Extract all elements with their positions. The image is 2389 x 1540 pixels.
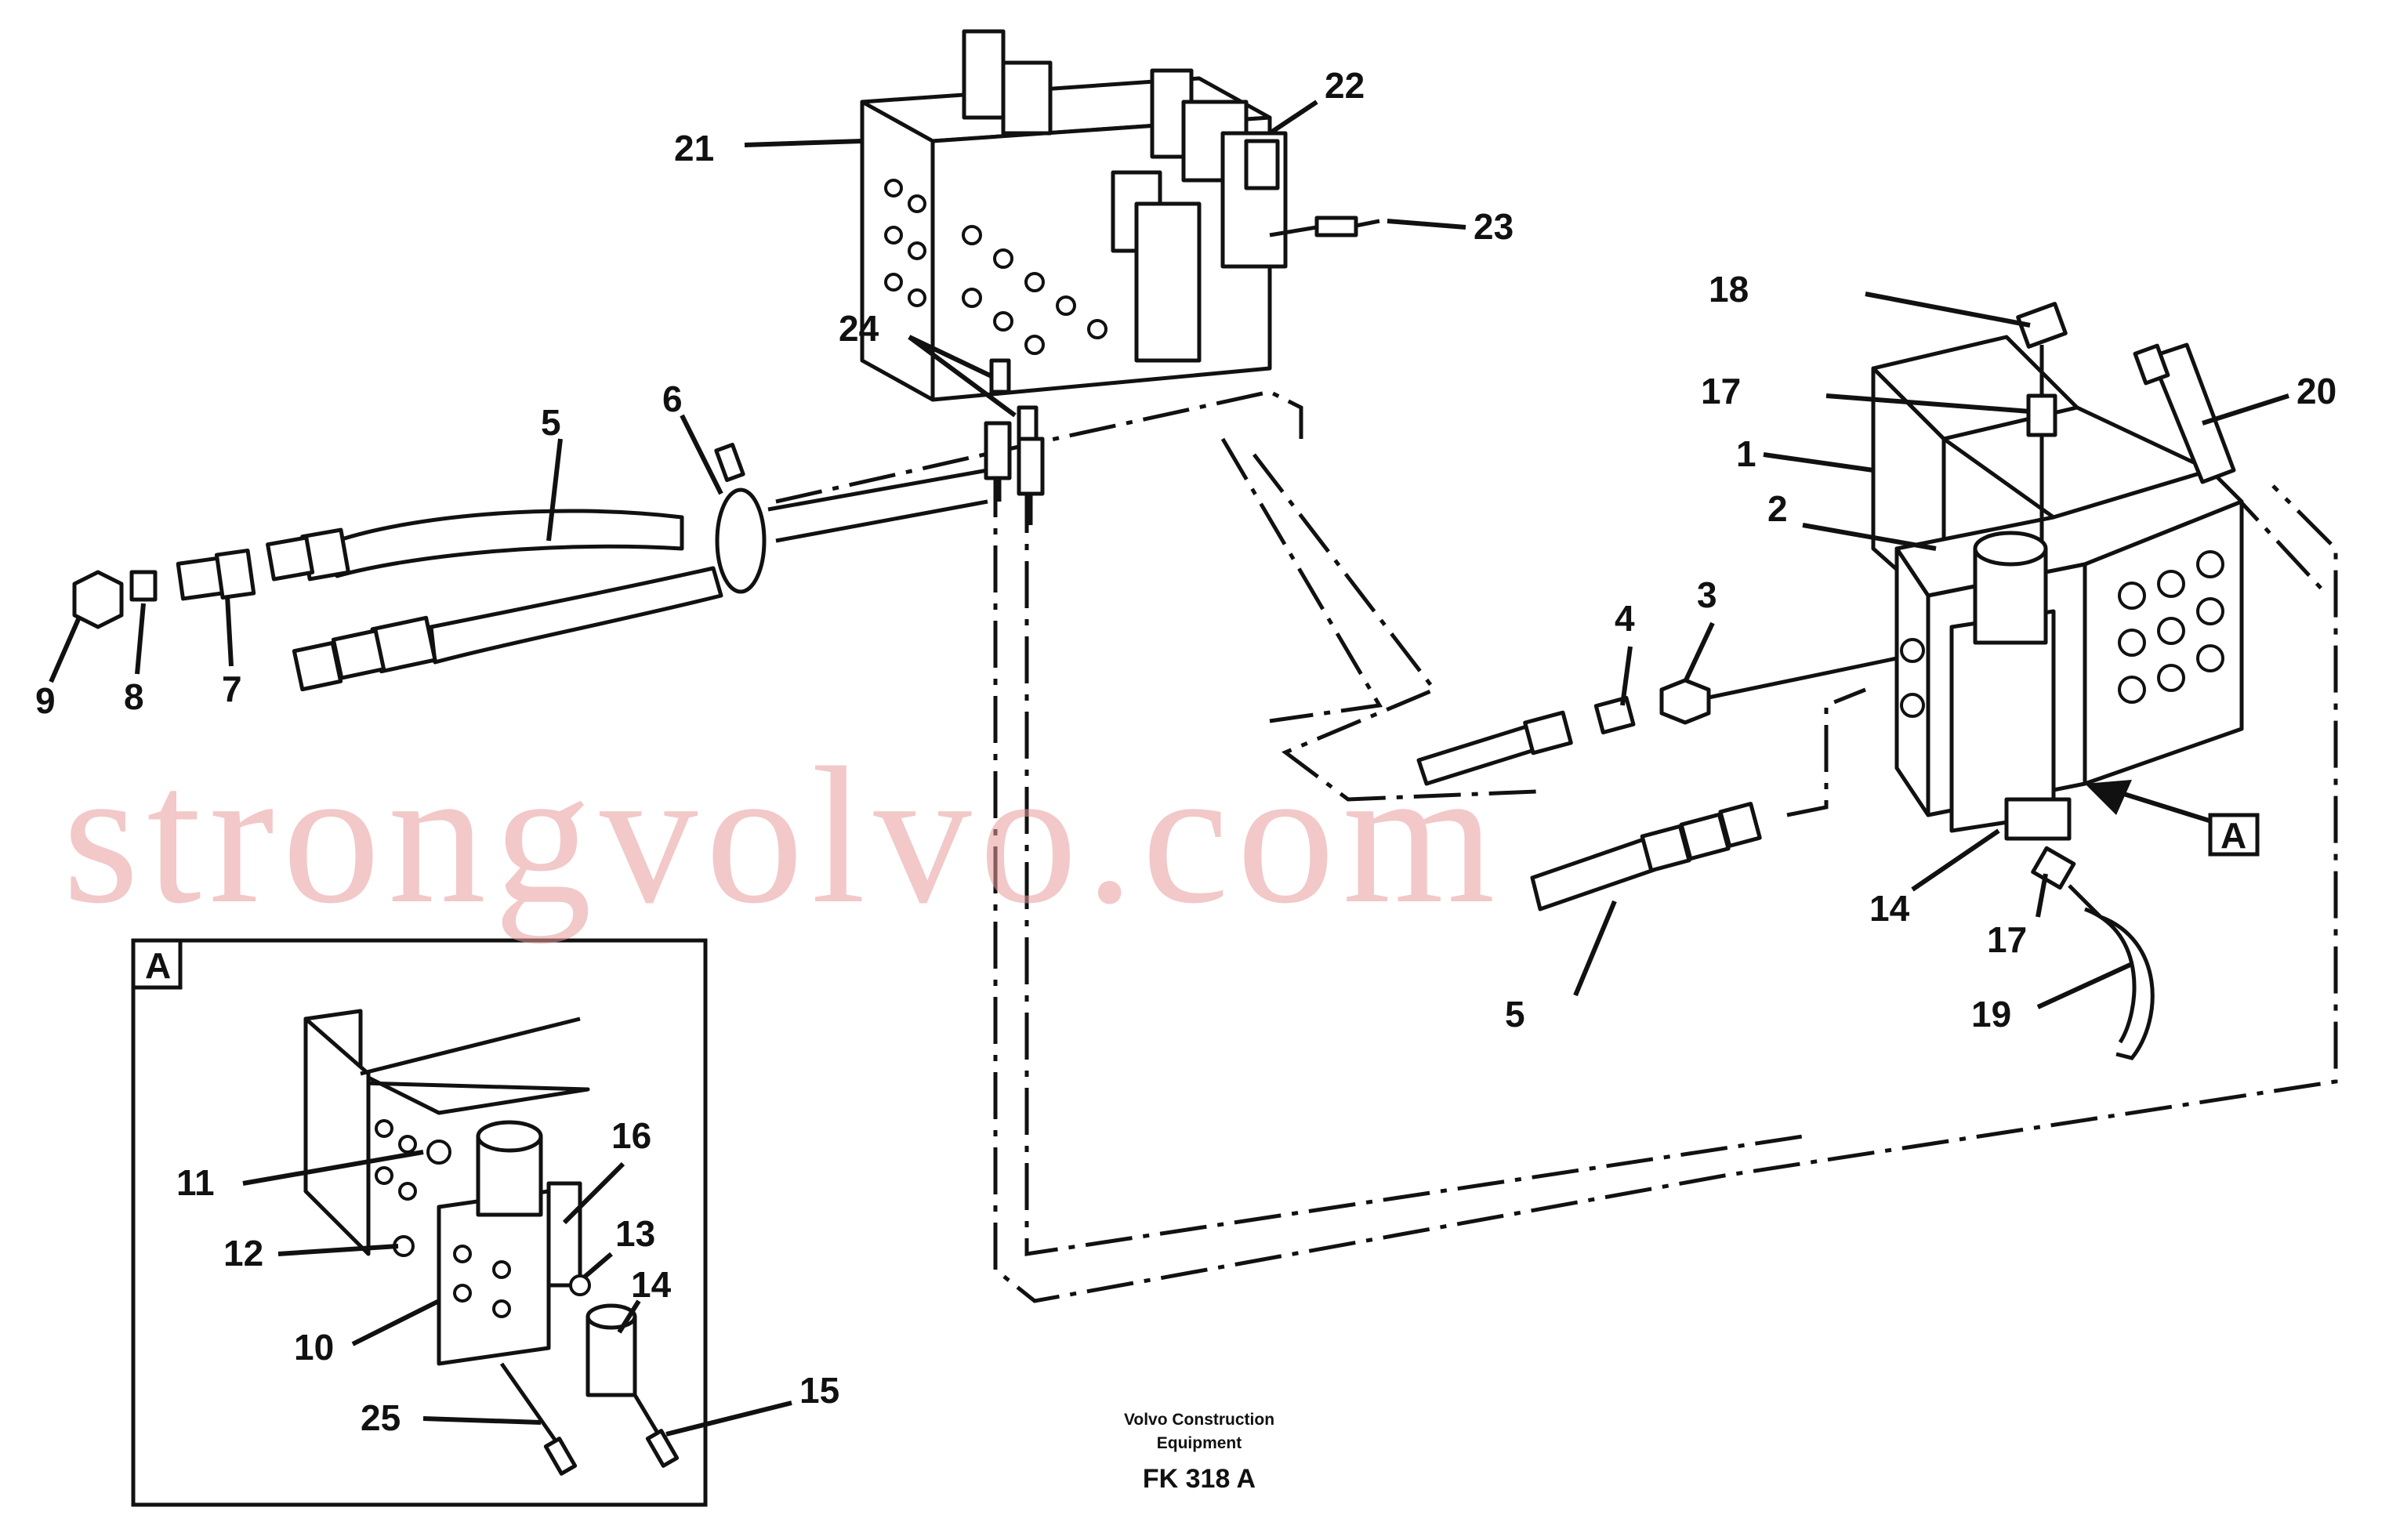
detail-view-frame <box>131 938 708 1507</box>
label-part-20: 20 <box>2297 371 2336 411</box>
detail-arrow <box>2085 780 2260 857</box>
hose-route-left <box>775 390 1303 504</box>
label-part-15: 15 <box>799 1370 839 1411</box>
label-part-14-detail: 14 <box>631 1264 672 1305</box>
label-part-10: 10 <box>294 1327 334 1368</box>
part-labels: 1 2 3 4 5 5 6 7 8 9 10 11 12 13 14 14 15… <box>35 65 2336 1438</box>
label-part-4: 4 <box>1615 598 1635 639</box>
caption-line-2: Equipment <box>1157 1434 1242 1452</box>
label-part-17-upper: 17 <box>1701 371 1741 411</box>
label-part-5-right: 5 <box>1505 994 1525 1035</box>
label-part-9: 9 <box>35 680 56 721</box>
hose-20 <box>2133 342 2236 484</box>
hose-route-bottom-inner <box>1024 486 1804 1256</box>
detail-tag-box <box>2208 813 2260 857</box>
hose-connection-4-3 <box>1416 656 1898 786</box>
hose-19 <box>2031 846 2155 1060</box>
label-part-12: 12 <box>223 1233 263 1274</box>
fittings-24 <box>984 358 1045 525</box>
label-part-7: 7 <box>222 669 242 709</box>
label-part-14: 14 <box>1869 888 1910 929</box>
detail-tag-label: A <box>2220 815 2246 856</box>
label-part-5-left: 5 <box>541 402 561 443</box>
hose-5-lower <box>292 566 723 692</box>
label-part-17-lower: 17 <box>1987 919 2027 960</box>
relay-group <box>962 29 1288 363</box>
label-part-2: 2 <box>1767 488 1788 529</box>
label-part-11: 11 <box>176 1162 215 1203</box>
detail-fitting-14 <box>585 1303 637 1397</box>
label-part-22: 22 <box>1325 65 1365 106</box>
label-part-3: 3 <box>1697 574 1717 615</box>
sensor-23 <box>1269 216 1380 237</box>
detail-valve-block <box>303 1009 591 1366</box>
label-part-8: 8 <box>124 676 144 717</box>
label-part-1: 1 <box>1736 433 1756 474</box>
label-part-19: 19 <box>1971 994 2011 1035</box>
hose-route-valve <box>1786 687 1866 817</box>
hose-clamp-6 <box>714 442 767 594</box>
label-part-21: 21 <box>674 128 714 168</box>
hose-route-loop <box>1253 453 1537 802</box>
label-part-24: 24 <box>839 308 879 349</box>
label-part-16: 16 <box>611 1115 651 1156</box>
fitting-18 <box>2016 302 2068 541</box>
detail-screw-15 <box>633 1393 680 1468</box>
hose-route-loop-inner <box>1220 437 1383 723</box>
caption-block: Volvo Construction Equipment FK 318 A <box>1124 1411 1274 1494</box>
fitting-7 <box>176 548 256 601</box>
hose-route-bottom <box>993 470 2338 1303</box>
detail-view-corner-box <box>131 938 183 990</box>
label-part-13: 13 <box>615 1213 655 1254</box>
hose-5-upper <box>266 509 684 582</box>
hose-5-right <box>1530 802 1762 911</box>
label-part-18: 18 <box>1709 269 1749 310</box>
hose-tube-upper <box>767 468 988 543</box>
nut-9 <box>72 570 124 629</box>
leader-lines <box>49 100 2289 1437</box>
caption-code: FK 318 A <box>1143 1464 1256 1494</box>
label-part-25: 25 <box>361 1397 401 1438</box>
fitting-17-upper <box>2026 393 2057 437</box>
detail-screw-25 <box>499 1362 578 1476</box>
junction-block-holes <box>884 179 1107 355</box>
label-part-23: 23 <box>1474 206 1514 247</box>
seal-8 <box>129 570 158 602</box>
label-part-6: 6 <box>662 379 683 419</box>
valve-body-holes <box>2118 550 2224 704</box>
watermark-text: strongvolvo.com <box>63 727 1503 944</box>
detail-view-a <box>131 938 708 1507</box>
caption-line-1: Volvo Construction <box>1124 1411 1274 1429</box>
detail-view-label: A <box>145 945 171 986</box>
